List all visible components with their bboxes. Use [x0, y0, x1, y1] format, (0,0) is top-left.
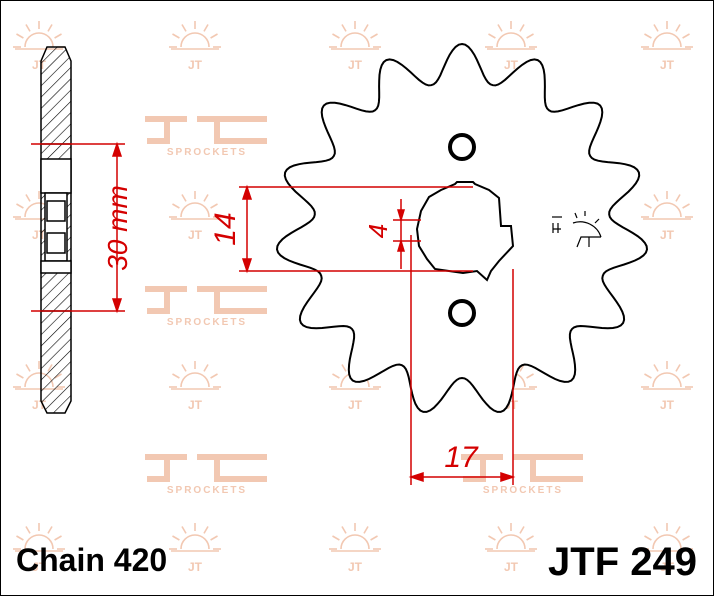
watermark-sun-icon: JT [169, 191, 221, 242]
watermark-text: SPROCKETS [167, 147, 247, 158]
pitch-dimension [31, 141, 125, 314]
side-profile-view [40, 46, 72, 414]
bore-height-label: 14 [209, 212, 242, 245]
side-profile-hub-lower [40, 260, 72, 274]
key-width-dimension [393, 199, 421, 269]
side-profile-hub-upper [40, 158, 72, 194]
key-width-label: 4 [363, 224, 393, 238]
svg-text:JT: JT [660, 398, 675, 412]
watermark-sun-icon: JT [485, 523, 537, 574]
svg-text:JT: JT [188, 560, 203, 574]
pitch-dimension-label: 30 mm [102, 185, 133, 271]
svg-text:JT: JT [188, 398, 203, 412]
svg-text:JT: JT [504, 560, 519, 574]
watermark-sun-icon: JT [169, 361, 221, 412]
mounting-hole-upper [448, 133, 476, 161]
watermark-sun-icon: JT [641, 191, 693, 242]
watermark-sun-icon: JT [13, 523, 65, 574]
bore-height-dimension [239, 184, 473, 274]
svg-text:JT: JT [188, 228, 203, 242]
svg-text:JT: JT [348, 560, 363, 574]
watermark-sun-icon: JT [329, 523, 381, 574]
watermark-logo-icon: SPROCKETS [145, 116, 267, 158]
watermark-sun-icon: JT [169, 21, 221, 72]
watermark-logo-icon: SPROCKETS [461, 454, 583, 496]
chain-label: Chain 420 [16, 542, 168, 578]
watermark-text: SPROCKETS [167, 317, 247, 328]
side-profile-notch [46, 200, 66, 222]
svg-text:JT: JT [348, 398, 363, 412]
sprocket-logo-icon [552, 211, 602, 248]
watermark-text: SPROCKETS [167, 485, 247, 496]
svg-text:JT: JT [504, 58, 519, 72]
watermark-sun-icon: JT [485, 21, 537, 72]
svg-text:JT: JT [188, 58, 203, 72]
watermark-sun-icon: JT [169, 523, 221, 574]
svg-text:JT: JT [660, 560, 675, 574]
part-number: JTF 249 [548, 540, 697, 584]
svg-text:JT: JT [660, 228, 675, 242]
svg-text:JT: JT [32, 560, 47, 574]
watermark-sun-icon: JT [329, 21, 381, 72]
watermark-sun-icon: JT [641, 21, 693, 72]
watermark-logo-icon: SPROCKETS [145, 286, 267, 328]
svg-text:JT: JT [660, 58, 675, 72]
watermark-text: SPROCKETS [483, 485, 563, 496]
depth-label: 17 [444, 441, 479, 474]
mounting-hole-lower [448, 299, 476, 327]
depth-dimension [408, 235, 516, 485]
watermark-logo-icon: SPROCKETS [145, 454, 267, 496]
svg-text:JT: JT [348, 58, 363, 72]
watermark-sun-icon: JT [641, 361, 693, 412]
side-profile-notch [46, 232, 66, 254]
watermark-sun-icon: JT [641, 523, 693, 574]
